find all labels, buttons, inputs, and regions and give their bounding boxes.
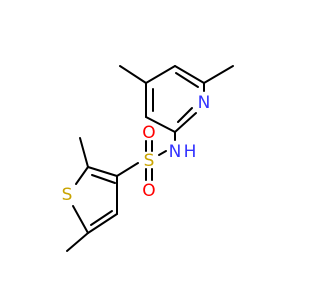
atom-label-amide-nitrogen: N (169, 142, 182, 162)
bond (75, 166, 89, 185)
bond (72, 205, 89, 234)
bond (145, 116, 176, 133)
molecule-drawing: N N H S O O S (62, 65, 234, 252)
bond (66, 232, 89, 252)
bond (79, 137, 89, 168)
bond (91, 174, 116, 184)
atom-label-amide-hydrogen: H (184, 142, 197, 162)
bond (119, 65, 147, 84)
bond (177, 107, 193, 123)
bond (116, 162, 139, 177)
atom-label-sulfonyl-sulfur: S (144, 151, 155, 171)
atom-label-oxygen-top: O (142, 123, 155, 143)
bond (203, 65, 234, 84)
bond (145, 65, 176, 84)
bond-layer (66, 65, 234, 252)
bond (175, 72, 199, 88)
atom-label-thiophene-sulfur: S (62, 185, 73, 205)
bond (158, 150, 167, 156)
structure-diagram: N N H S O O S (62, 65, 234, 252)
bond (174, 112, 197, 133)
bond (90, 210, 113, 226)
bond (87, 166, 118, 177)
atom-label-oxygen-bottom: O (142, 181, 155, 201)
atom-label-pyridine-nitrogen: N (198, 93, 211, 113)
bond (174, 65, 205, 84)
atom-label-layer: N N H S O O S (62, 93, 211, 205)
bond (87, 213, 118, 234)
